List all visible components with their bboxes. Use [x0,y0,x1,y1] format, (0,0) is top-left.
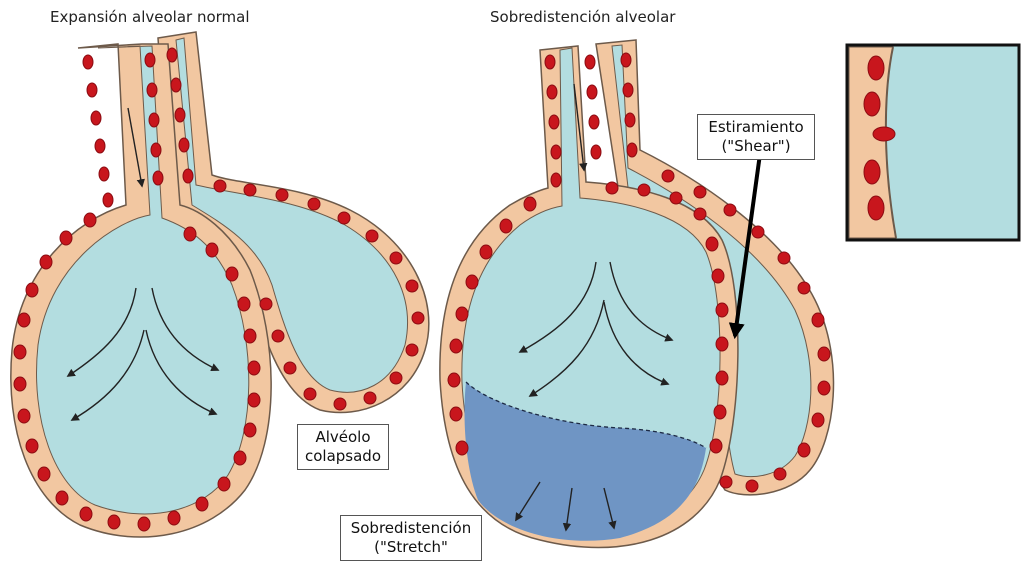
normal-red-cells [13,47,425,532]
label-collapsed-line1: Alvéolo [315,428,371,446]
shear-pointer-arrow [728,153,762,340]
label-collapsed-alveolus: Alvéolo colapsado [297,424,389,470]
stretch-arrow-1 [515,481,541,522]
label-stretch-line1: Sobredistención [350,519,472,537]
arrow-left-2-right [528,299,605,397]
arrow-left-1-right [518,261,597,353]
normal-alveolus-lumen [36,45,250,515]
arrow-right-2 [145,329,218,416]
overdistension-boundary [465,381,707,449]
stretch-arrow-2 [562,487,573,532]
inset-red-cell [863,91,881,117]
title-overdistension: Sobredistención alveolar [490,8,676,26]
arrow-right-2-right [603,301,670,386]
inset-red-cell [863,159,881,185]
normal-airflow-arrows [66,107,220,421]
label-shear: Estiramiento ("Shear") [697,114,815,160]
label-stretch: Sobredistención ("Stretch" [340,515,482,561]
label-shear-line1: Estiramiento [708,118,804,136]
normal-alveolus-group [10,31,430,538]
arrow-down [127,107,145,188]
arrow-down-right [573,83,588,172]
arrow-right-1-right [609,261,674,342]
inset-red-cell [867,55,885,81]
label-shear-line2: ("Shear") [721,137,791,155]
title-normal-expansion: Expansión alveolar normal [50,8,250,26]
overdistended-airflow-arrows [515,83,674,532]
stretch-arrow-3 [603,487,617,530]
overdistended-zone [464,382,706,541]
arrow-right-1 [151,287,220,372]
label-stretch-line2: ("Stretch" [374,538,448,556]
arrow-left-1 [66,287,137,377]
collapsed-alveolus-lumen [175,37,408,393]
shear-detail-inset [845,43,1021,242]
overdistended-red-cells [447,52,831,493]
inset-red-cell [867,195,885,221]
label-collapsed-line2: colapsado [304,447,381,465]
inset-red-cell [872,126,896,142]
overdistended-alveolus-group [439,39,835,549]
arrow-left-2 [70,329,145,421]
